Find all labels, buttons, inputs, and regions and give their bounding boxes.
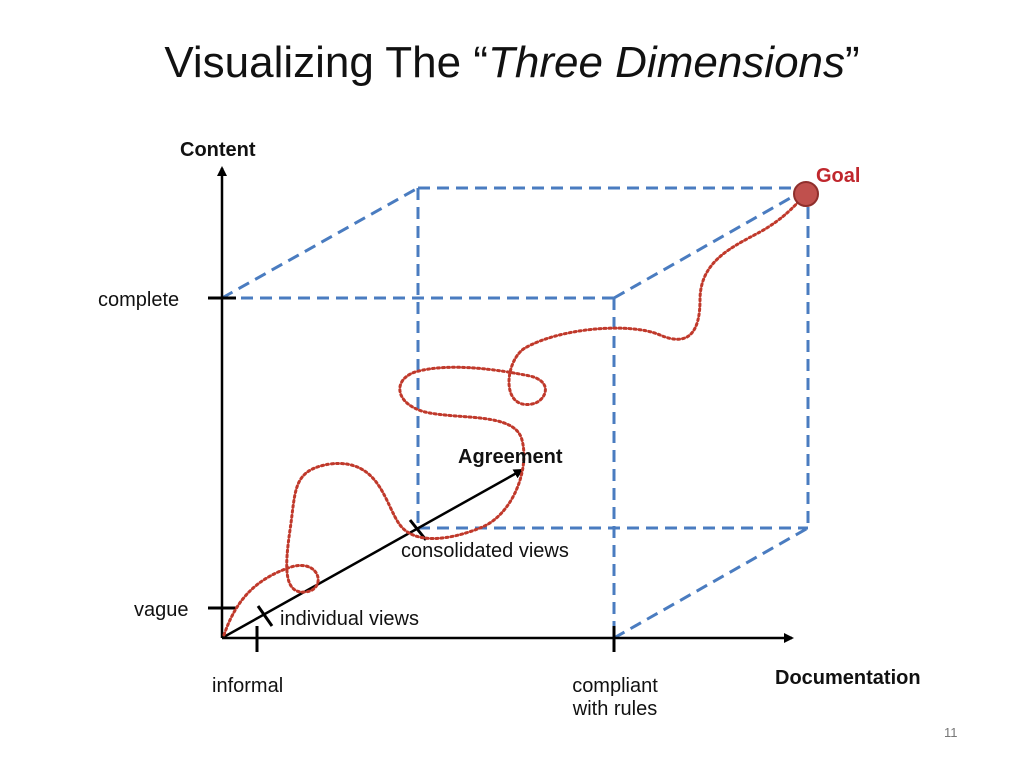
cube-edge [613,186,809,300]
y-axis-label: Content [180,139,256,161]
tick-label-compliant: compliant with rules [572,675,658,720]
axes [217,166,794,643]
goal-marker [793,181,819,207]
diagonal-axis [221,468,524,640]
tick-label-complete: complete [98,289,180,311]
tick-label-consolidated-views: consolidated views [401,540,569,562]
goal-label: Goal [816,165,861,187]
tick-marks [208,296,616,652]
tick-label-individual-views: individual views [280,608,419,630]
cube-edge [221,186,419,300]
diagonal-axis-label: Agreement [458,446,563,468]
x-axis-label: Documentation [775,667,921,689]
page-number: 11 [944,725,958,740]
slide-title: Visualizing The “Three Dimensions” [164,38,860,87]
cube-edge [613,526,809,640]
tick-individual-views [256,605,274,627]
tick-label-informal: informal [212,675,284,697]
tick-label-vague: vague [134,599,189,621]
progress-path [222,192,808,637]
